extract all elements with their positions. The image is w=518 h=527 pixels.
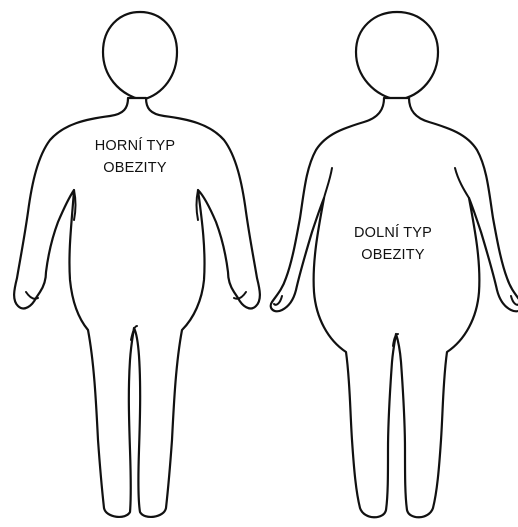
lower-obesity-label-line-2: OBEZITY <box>328 244 458 266</box>
upper-figure-outline <box>103 12 177 100</box>
lower-figure-body <box>271 98 518 517</box>
upper-obesity-figure <box>14 12 260 517</box>
upper-obesity-label-line-1: HORNÍ TYP <box>70 135 200 157</box>
upper-obesity-label-line-2: OBEZITY <box>70 157 200 179</box>
lower-obesity-label: DOLNÍ TYP OBEZITY <box>328 222 458 266</box>
lower-obesity-label-line-1: DOLNÍ TYP <box>328 222 458 244</box>
lower-figure-head <box>356 12 438 100</box>
upper-obesity-label: HORNÍ TYP OBEZITY <box>70 135 200 179</box>
